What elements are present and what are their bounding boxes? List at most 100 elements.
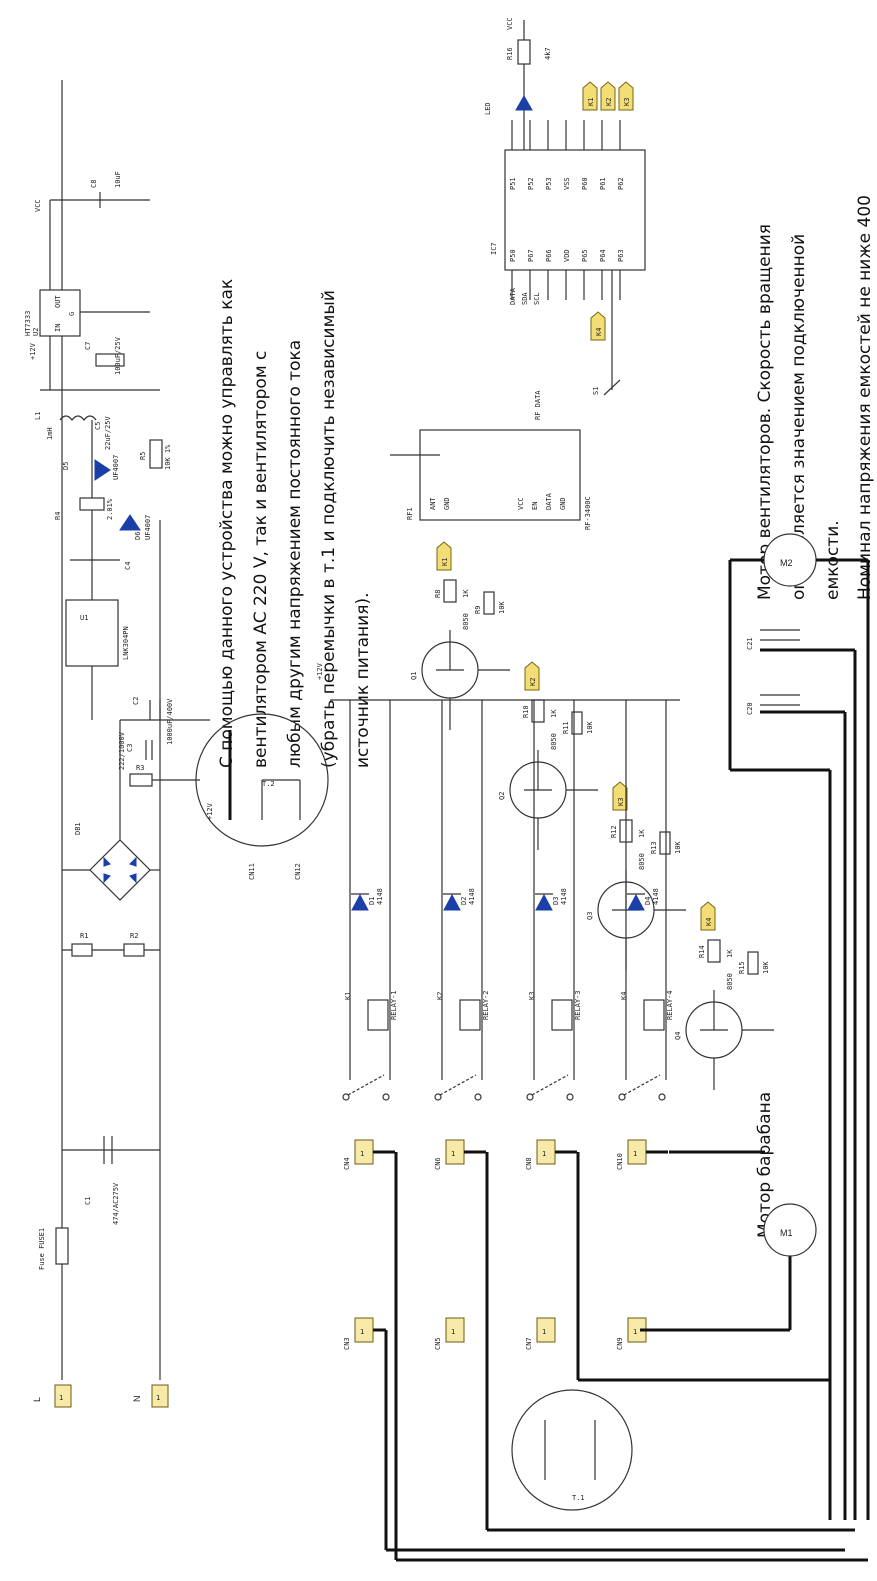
relay-label: K4 <box>620 992 628 1000</box>
r3-label: R3 <box>136 764 144 772</box>
relay-diode-value: 4148 <box>652 888 660 905</box>
driver-rp-value: 10K <box>762 961 770 974</box>
u2-g: G <box>68 312 76 316</box>
driver-rp-label: R11 <box>562 721 570 734</box>
ic7-pin-p62: P62 <box>617 177 625 190</box>
c20-label: C20 <box>746 702 754 715</box>
connector-pin: 1 <box>451 1150 455 1158</box>
relay-coil-k1 <box>367 999 389 1031</box>
note2-line4: Номинал напряжения емкостей не ниже 400 <box>855 195 875 600</box>
c5-value: 22uF/25V <box>104 415 112 450</box>
driver-type: 8050 <box>462 613 470 630</box>
driver-rb-label: R12 <box>610 825 618 838</box>
u1-chip <box>65 599 119 667</box>
driver-tag-label: K3 <box>617 798 625 806</box>
l-pin: 1 <box>59 1394 63 1402</box>
relay-diode-d2 <box>443 893 461 911</box>
driver-rb-value: 1K <box>638 829 646 838</box>
relay-diode-label: D3 <box>552 897 560 905</box>
note1-line5: источник питания). <box>353 593 373 769</box>
r2-label: R2 <box>130 932 138 940</box>
u1-value: LNK304PN <box>122 626 130 660</box>
connector-cn5 <box>445 1317 465 1343</box>
annotation-fan: Мотор вентиляторов. Скорость вращения оп… <box>755 195 875 600</box>
d6-value: UF4007 <box>144 515 152 540</box>
driver-rp-value: 10K <box>498 601 506 614</box>
rf-pin-en: EN <box>531 502 539 510</box>
relay-diode-label: D1 <box>368 897 376 905</box>
vcc-label: VCC <box>34 199 42 212</box>
connector-label: CN10 <box>616 1153 624 1170</box>
driver-tag <box>524 661 540 691</box>
u2-out: OUT <box>54 295 62 308</box>
n-label: N <box>132 1396 142 1403</box>
relay-diode-value: 4148 <box>560 888 568 905</box>
m2-label: M2 <box>780 558 793 568</box>
r5-value: 10K 1% <box>164 444 172 470</box>
d5-value: UF4007 <box>112 455 120 480</box>
mains-input: 1 L 1 N Fuse FUSE1 C1 474/AC275V R1 R2 <box>32 80 169 1408</box>
driver-rp-label: R15 <box>738 961 746 974</box>
rectifier: DB1 R3 C3 222/1000V C2 1000uF/400V <box>62 697 210 901</box>
c3-label: C3 <box>126 744 134 752</box>
relay-diode-d4 <box>627 893 645 911</box>
driver-type: 8050 <box>550 733 558 750</box>
connector-label: CN6 <box>434 1157 442 1170</box>
rf-model: RF-3400C <box>584 496 592 530</box>
n-terminal <box>151 1384 169 1408</box>
relay-coil-k2 <box>459 999 481 1031</box>
t2-vplus: +12V <box>206 802 214 820</box>
mcu-tag <box>600 81 616 111</box>
u1-label: U1 <box>80 614 88 622</box>
rf-pin-data: DATA <box>545 492 553 510</box>
d6-label: D6 <box>134 532 142 540</box>
driver-rb-label: R10 <box>522 705 530 718</box>
r16-label: R16 <box>506 47 514 60</box>
driver-q2-label: Q2 <box>498 792 506 800</box>
u2-value: HT7333 <box>24 311 32 336</box>
t1-jumper: T.1 <box>511 1389 633 1511</box>
relay-vplus: +12V <box>316 662 324 680</box>
connector-cn7 <box>536 1317 556 1343</box>
c1-value: 474/AC275V <box>112 1182 120 1225</box>
c21-label: C21 <box>746 637 754 650</box>
l1-label: L1 <box>34 412 42 420</box>
ic7-pin-p65: P65 <box>581 249 589 262</box>
note1-line4: (убрать перемычки в т.1 и подключить нез… <box>319 290 339 768</box>
t2-jumper: T.2 +12V CN11 CN12 <box>195 713 329 880</box>
relay-value: RELAY-4 <box>666 990 674 1020</box>
connector-pin: 1 <box>451 1328 455 1336</box>
relay-diode-d3 <box>535 893 553 911</box>
mcu-tag-label: K1 <box>587 98 595 106</box>
ic7-pin-p67: P67 <box>527 249 535 262</box>
c5-label: C5 <box>94 422 102 430</box>
rf-pin-gnd: GND <box>559 497 567 510</box>
connector-pin: 1 <box>633 1328 637 1336</box>
driver-rb-value: 1K <box>726 949 734 958</box>
ic7-pin-p51: P51 <box>509 177 517 190</box>
driver-tag-label: K4 <box>705 918 713 926</box>
ic7-chip <box>504 149 646 271</box>
driver-tag <box>700 901 716 931</box>
connector-pin: 1 <box>542 1328 546 1336</box>
driver-rp-value: 10K <box>674 841 682 854</box>
u2-chip <box>39 289 81 337</box>
u2-in: IN <box>54 324 62 332</box>
driver-tag-label: K1 <box>441 558 449 566</box>
l1-value: 1mH <box>46 427 54 440</box>
bus-scl: SCL <box>533 292 541 305</box>
r4-value: 2.01% <box>106 498 114 520</box>
connector-pin: 1 <box>360 1150 364 1158</box>
c6-value: 100uF/25V <box>114 336 122 375</box>
rf-pin-vcc: VCC <box>517 497 525 510</box>
connector-pin: 1 <box>633 1150 637 1158</box>
relay-label: K1 <box>344 992 352 1000</box>
driver-type: 8050 <box>638 853 646 870</box>
l-label: L <box>32 1397 42 1402</box>
motors: M1 M2 C21 C20 +12V <box>316 533 870 1520</box>
relay-diode-value: 4148 <box>376 888 384 905</box>
driver-rp-label: R13 <box>650 841 658 854</box>
connector-label: CN8 <box>525 1157 533 1170</box>
r1-label: R1 <box>80 932 88 940</box>
